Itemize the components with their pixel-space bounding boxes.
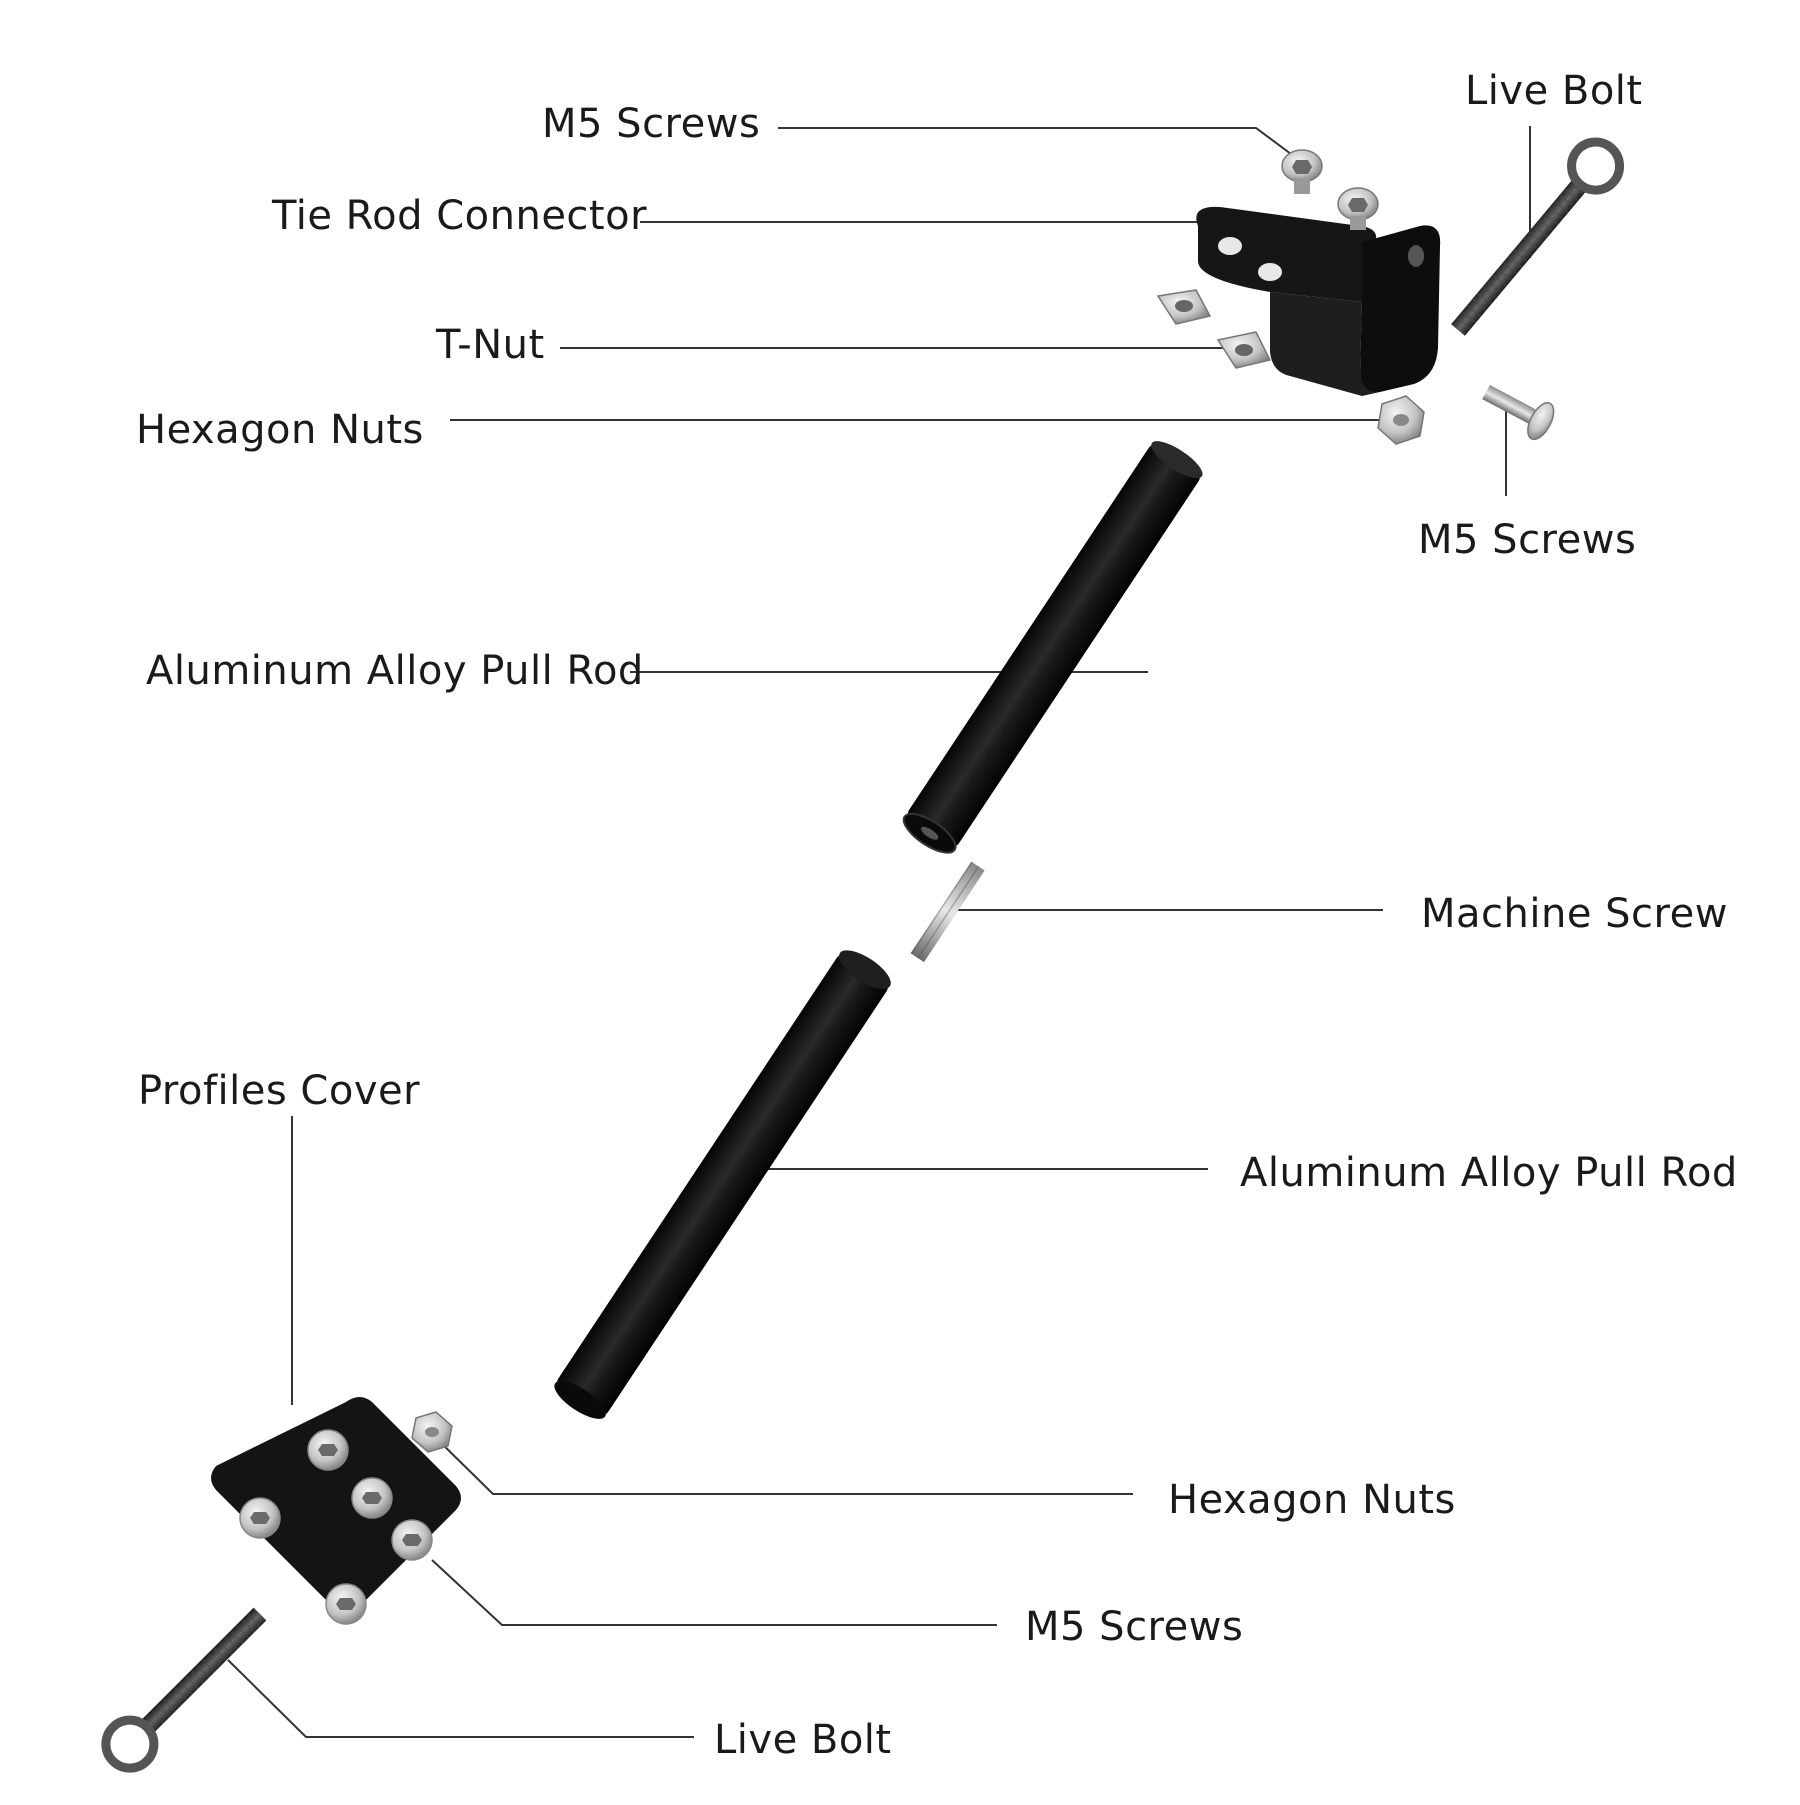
leader-hexagon-nuts-bottom [435,1437,1133,1495]
cover-screw-5 [325,1583,367,1625]
pull-rod-upper [902,441,1203,854]
leader-m5-screws-top [778,127,1296,158]
label-m5-screws-right: M5 Screws [1418,517,1637,563]
label-live-bolt-top: Live Bolt [1465,68,1643,114]
label-pull-rod-upper: Aluminum Alloy Pull Rod [146,648,644,694]
cover-screw-2 [239,1497,281,1539]
bracket-hole-3 [1408,245,1424,267]
tie-rod-connector [1196,206,1441,396]
label-t-nut: T-Nut [436,322,545,368]
leader-lines [227,126,1531,1738]
label-machine-screw: Machine Screw [1421,891,1728,937]
label-tie-rod-connector: Tie Rod Connector [272,193,648,239]
cover-screw-4 [391,1519,433,1561]
live-bolt-top [1451,137,1625,336]
machine-screw [910,861,985,963]
m5-screw-right [1482,384,1555,441]
label-profiles-cover: Profiles Cover [138,1068,421,1114]
label-m5-screws-bottom: M5 Screws [1025,1604,1244,1650]
label-pull-rod-lower: Aluminum Alloy Pull Rod [1240,1150,1738,1196]
leader-live-bolt-bottom [227,1659,694,1738]
label-live-bolt-bottom: Live Bolt [714,1717,892,1763]
leader-m5-screws-bottom [431,1559,997,1626]
m5-screw-top-1 [1281,149,1323,194]
bracket-hole-1 [1218,237,1242,255]
live-bolt-bottom [101,1607,267,1773]
t-nut-2 [1216,331,1272,369]
cover-screw-3 [351,1477,393,1519]
bracket-hole-2 [1258,263,1282,281]
t-nut-1 [1156,289,1212,325]
profiles-cover [211,1397,461,1625]
label-hexagon-nuts-top: Hexagon Nuts [136,407,424,453]
m5-screw-top-2 [1337,187,1379,230]
cover-screw-1 [307,1429,349,1471]
hexagon-nut-top [1377,395,1425,445]
hexagon-nut-bottom [411,1411,453,1453]
label-hexagon-nuts-bottom: Hexagon Nuts [1168,1477,1456,1523]
label-m5-screws-top: M5 Screws [542,101,761,147]
pull-rod-lower [554,950,891,1419]
